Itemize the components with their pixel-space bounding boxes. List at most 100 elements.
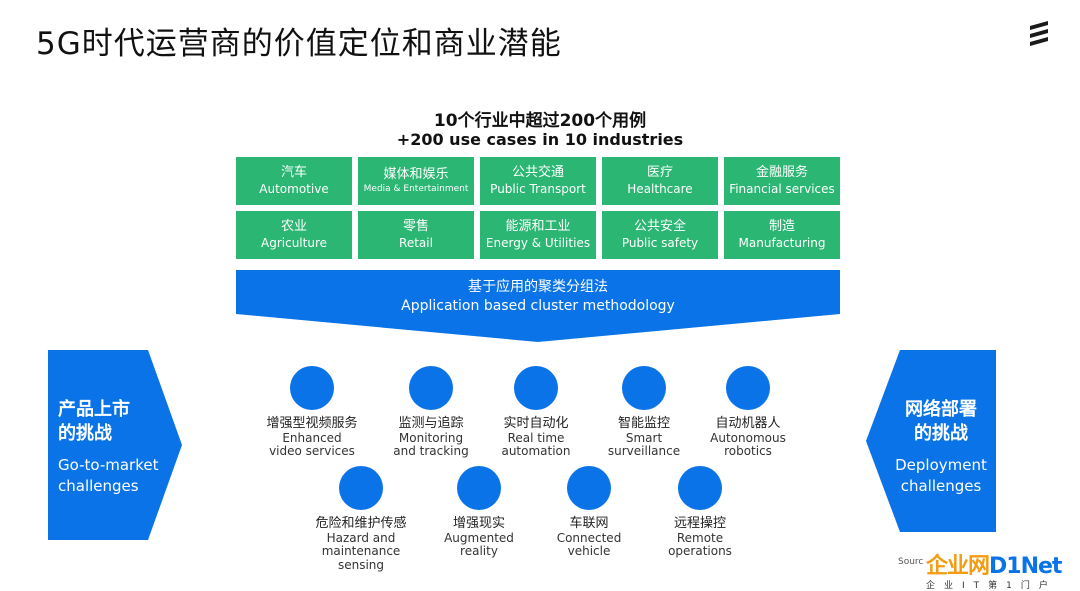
industry-label-en: Media & Entertainment (363, 183, 469, 194)
panel-label-zh-line2: 的挑战 (914, 423, 968, 445)
panel-label-en-line1: Deployment (895, 455, 987, 474)
use-case-label-en-line2: reality (460, 544, 498, 559)
use-case-label-zh: 自动机器人 (715, 416, 781, 431)
industry-label-zh: 医疗 (646, 165, 673, 181)
cluster-circle-icon (457, 466, 501, 510)
use-case-label-zh: 实时自动化 (503, 416, 569, 431)
use-case-label-en-line3: sensing (337, 558, 385, 573)
industry-label-en: Manufacturing (738, 235, 826, 250)
use-case-label-en-line1: Autonomous (710, 430, 786, 445)
use-case-label-en-line2: maintenance (321, 544, 401, 559)
watermark-main-a: 企业网 (926, 554, 990, 579)
industry-label-zh: 公共安全 (633, 219, 686, 235)
funnel-arrow-shape (236, 270, 840, 342)
industry-label-en: Financial services (729, 181, 835, 196)
use-case-monitoring: 监测与追踪 Monitoring and tracking (361, 366, 501, 459)
use-case-label-en-line1: Real time (507, 430, 565, 445)
industry-label-en: Public safety (621, 235, 699, 250)
panel-label-en: Go-to-market challenges (58, 455, 158, 497)
industry-tile-media: 媒体和娱乐 Media & Entertainment (358, 157, 474, 205)
cluster-circle-icon (290, 366, 334, 410)
cluster-circle-icon (678, 466, 722, 510)
use-case-enhanced-video: 增强型视频服务 Enhanced video services (242, 366, 382, 459)
industry-grid: 汽车 Automotive 媒体和娱乐 Media & Entertainmen… (236, 157, 840, 259)
panel-label-zh-line1: 网络部署 (905, 399, 977, 420)
use-case-autonomous-robotics: 自动机器人 Autonomous robotics (678, 366, 818, 459)
industry-tile-public-transport: 公共交通 Public Transport (480, 157, 596, 205)
use-case-smart-surveillance: 智能监控 Smart surveillance (574, 366, 714, 459)
cluster-methodology-banner: 基于应用的聚类分组法 Application based cluster met… (236, 270, 840, 342)
use-cases-header-zh: 10个行业中超过200个用例 (433, 111, 647, 131)
panel-label-en: Deployment challenges (886, 455, 996, 497)
industry-label-zh: 金融服务 (755, 165, 808, 181)
industry-label-en: Energy & Utilities (485, 235, 591, 250)
watermark-main: 企业网D1Net (926, 548, 1062, 580)
use-case-label-en-line1: Smart (625, 430, 663, 445)
cluster-circle-icon (622, 366, 666, 410)
use-case-label-en-line2: automation (501, 444, 571, 459)
page-title: 5G时代运营商的价值定位和商业潜能 (36, 26, 562, 62)
industry-tile-retail: 零售 Retail (358, 211, 474, 259)
industry-tile-financial: 金融服务 Financial services (724, 157, 840, 205)
industry-label-zh: 零售 (402, 219, 429, 235)
panel-label-zh-line1: 产品上市 (58, 399, 130, 420)
source-note: Sourc (898, 557, 924, 567)
use-case-real-time-automation: 实时自动化 Real time automation (466, 366, 606, 459)
watermark: 企业网D1Net 企业IT第1门户 (926, 548, 1062, 591)
use-case-label-en-line2: vehicle (567, 544, 611, 559)
industry-tile-energy: 能源和工业 Energy & Utilities (480, 211, 596, 259)
use-case-remote-operations: 远程操控 Remote operations (630, 466, 770, 559)
banner-label-en: Application based cluster methodology (401, 297, 675, 314)
cluster-circle-icon (567, 466, 611, 510)
cluster-circle-icon (726, 366, 770, 410)
panel-label-en-line2: challenges (58, 476, 139, 495)
industry-label-zh: 媒体和娱乐 (383, 167, 449, 183)
use-case-label-zh: 车联网 (569, 516, 609, 531)
industry-label-zh: 能源和工业 (505, 219, 571, 235)
use-case-label-en-line2: robotics (724, 444, 772, 459)
use-case-label-en-line2: video services (269, 444, 355, 459)
use-cases-header-en: +200 use cases in 10 industries (396, 130, 684, 149)
use-case-label-en-line1: Hazard and (326, 530, 396, 545)
right-arrow-shape (48, 350, 182, 540)
go-to-market-panel: 产品上市 的挑战 Go-to-market challenges (48, 350, 182, 540)
industry-tile-manufacturing: 制造 Manufacturing (724, 211, 840, 259)
banner-label-zh: 基于应用的聚类分组法 (468, 279, 608, 295)
use-case-label-en-line2: operations (668, 544, 732, 559)
use-case-label-en-line1: Connected (556, 530, 622, 545)
industry-label-en: Agriculture (261, 235, 327, 250)
use-case-connected-vehicle: 车联网 Connected vehicle (519, 466, 659, 559)
use-case-label-en-line1: Remote (676, 530, 724, 545)
industry-label-en: Healthcare (627, 181, 693, 196)
panel-label-en-line1: Go-to-market (58, 455, 159, 474)
ericsson-logo-icon (1030, 21, 1048, 46)
use-case-label-zh: 危险和维护传感 (315, 516, 407, 531)
use-case-label-zh: 远程操控 (673, 516, 726, 531)
industry-tile-automotive: 汽车 Automotive (236, 157, 352, 205)
use-case-label-en-line1: Monitoring (398, 430, 464, 445)
industry-label-en: Retail (399, 235, 433, 250)
use-case-label-zh: 增强型视频服务 (266, 416, 358, 431)
use-case-label-zh: 增强现实 (452, 516, 505, 531)
industry-label-zh: 制造 (768, 219, 795, 235)
cluster-circle-icon (409, 366, 453, 410)
industry-tile-agriculture: 农业 Agriculture (236, 211, 352, 259)
cluster-circle-icon (339, 466, 383, 510)
panel-label-en-line2: challenges (900, 476, 982, 495)
cluster-circle-icon (514, 366, 558, 410)
industry-label-zh: 公共交通 (511, 165, 564, 181)
use-case-augmented-reality: 增强现实 Augmented reality (409, 466, 549, 559)
deployment-panel: 网络部署 的挑战 Deployment challenges (866, 350, 996, 532)
left-arrow-shape (866, 350, 996, 532)
use-case-label-en-line1: Augmented (444, 530, 514, 545)
use-case-label-en-line1: Enhanced (282, 430, 342, 445)
industry-label-en: Public Transport (490, 181, 586, 196)
use-case-label-en-line2: and tracking (393, 444, 469, 459)
watermark-main-b: D1Net (989, 554, 1062, 579)
use-case-label-zh: 智能监控 (617, 416, 670, 431)
industry-label-zh: 汽车 (280, 165, 307, 181)
use-case-hazard-sensing: 危险和维护传感 Hazard and maintenance sensing (291, 466, 431, 573)
industry-tile-public-safety: 公共安全 Public safety (602, 211, 718, 259)
use-case-label-zh: 监测与追踪 (398, 416, 464, 431)
industry-label-zh: 农业 (280, 219, 307, 235)
